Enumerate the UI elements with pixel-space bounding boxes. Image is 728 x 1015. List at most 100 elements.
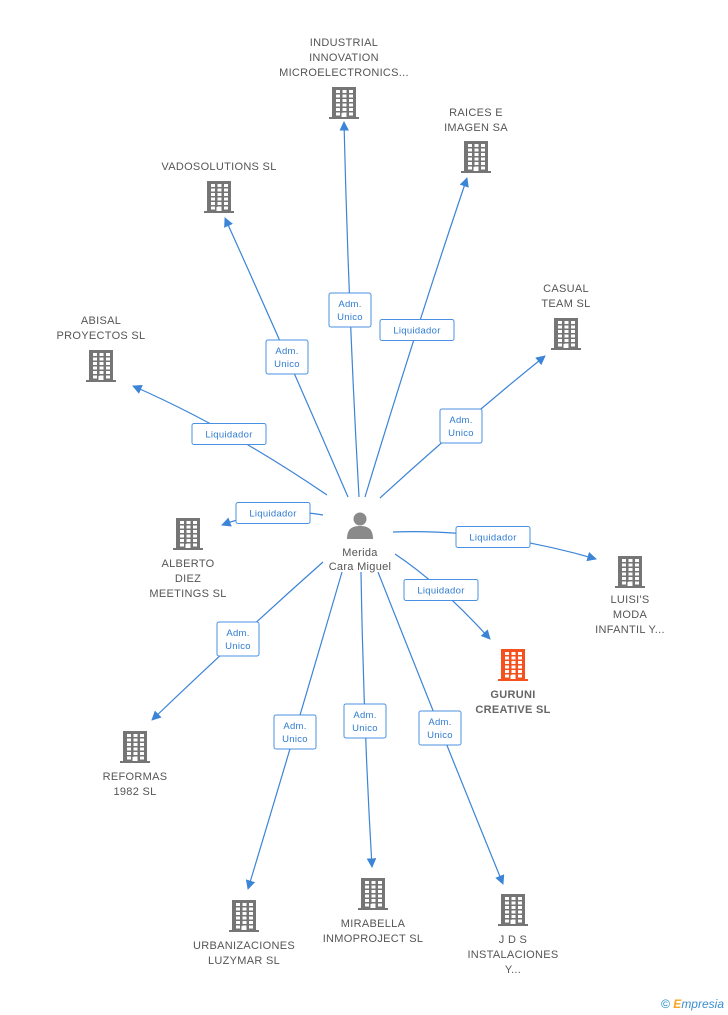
edge-label-box — [455, 526, 531, 548]
company-label-line: PROYECTOS SL — [57, 330, 146, 342]
company-label: REFORMAS 1982 SL — [103, 771, 168, 798]
edge-label-box — [328, 292, 372, 328]
edge-label-text-line: Liquidador — [205, 430, 252, 441]
company-node-reformas[interactable]: REFORMAS 1982 SL — [103, 731, 168, 798]
edge-label-text-line: Unico — [225, 641, 251, 652]
company-label: LUISI'S MODA INFANTIL Y... — [595, 594, 665, 636]
edge-label-box — [418, 710, 462, 746]
building-icon[interactable] — [551, 318, 581, 350]
company-label-line: ABISAL — [81, 315, 121, 327]
building-icon[interactable] — [615, 556, 645, 588]
edge-label-box — [439, 408, 483, 444]
edge-label-casual[interactable]: Adm.Unico — [439, 408, 483, 444]
building-icon[interactable] — [498, 649, 528, 681]
edge-label-box — [273, 714, 317, 750]
company-node-abisal[interactable]: ABISAL PROYECTOS SL — [57, 315, 146, 382]
building-icon[interactable] — [204, 181, 234, 213]
company-label-line: GURUNI — [490, 689, 535, 701]
company-label-line: LUISI'S — [610, 594, 649, 606]
edge-label-urbanizaciones[interactable]: Adm. Unico — [273, 714, 317, 750]
edge-label-text-line: Adm. — [428, 717, 451, 728]
edge-label-text-line: Liquidador — [249, 509, 296, 520]
edge-label-text: Liquidador — [249, 509, 296, 520]
edge-label-text: Liquidador — [393, 326, 440, 337]
edge-label-reformas[interactable]: Adm.Unico — [216, 621, 260, 657]
edge-label-text: Adm. Unico — [282, 721, 308, 745]
edge-labels-layer: Adm.UnicoLiquidadorAdm.UnicoAdm.UnicoLiq… — [191, 292, 531, 750]
brand-logo-initial: E — [673, 997, 682, 1011]
building-icon[interactable] — [358, 878, 388, 910]
edge-label-vadosolutions[interactable]: Adm. Unico — [265, 339, 309, 375]
company-label-line: RAICES E — [449, 107, 503, 119]
building-icon[interactable] — [173, 518, 203, 550]
edge-label-text-line: Unico — [337, 312, 363, 323]
edge-label-jds[interactable]: Adm.Unico — [418, 710, 462, 746]
edge-label-text-line: Liquidador — [417, 586, 464, 597]
company-label-line: MIRABELLA — [341, 918, 406, 930]
company-label: GURUNI CREATIVE SL — [475, 689, 550, 716]
edge-label-guruni[interactable]: Liquidador — [403, 579, 479, 601]
company-node-mirabella[interactable]: MIRABELLA INMOPROJECT SL — [323, 878, 424, 945]
edge-label-text-line: Adm. — [275, 346, 298, 357]
building-icon[interactable] — [329, 87, 359, 119]
company-label-line: INSTALACIONES — [467, 949, 558, 961]
building-icon[interactable] — [498, 894, 528, 926]
edge-label-raices[interactable]: Liquidador — [379, 319, 455, 341]
company-label-line: INDUSTRIAL — [310, 37, 378, 49]
edge-label-text-line: Unico — [274, 359, 300, 370]
company-label-line: MEETINGS SL — [149, 588, 226, 600]
edge-label-box — [191, 423, 267, 445]
edge-label-luisis[interactable]: Liquidador — [455, 526, 531, 548]
edge-label-mirabella[interactable]: Adm.Unico — [343, 703, 387, 739]
edge-label-text-line: Unico — [282, 734, 308, 745]
edge-label-box — [379, 319, 455, 341]
edge-label-text-line: Adm. — [283, 721, 306, 732]
edge-label-abisal[interactable]: Liquidador — [191, 423, 267, 445]
edge-label-box — [235, 502, 311, 524]
company-label-line: TEAM SL — [541, 298, 590, 310]
edge-label-text: Adm.Unico — [448, 415, 474, 439]
company-label-line: REFORMAS — [103, 771, 168, 783]
edge-label-text-line: Adm. — [353, 710, 376, 721]
person-icon[interactable] — [347, 512, 373, 540]
company-node-luisis[interactable]: LUISI'S MODA INFANTIL Y... — [595, 556, 665, 636]
person-label-line: Cara Miguel — [329, 561, 392, 573]
copyright-symbol: © — [661, 997, 670, 1011]
edge-label-text-line: Liquidador — [469, 533, 516, 544]
company-label-line: INFANTIL Y... — [595, 624, 665, 636]
building-icon[interactable] — [120, 731, 150, 763]
edge-label-text: Adm.Unico — [427, 717, 453, 741]
company-node-guruni[interactable]: GURUNI CREATIVE SL — [475, 649, 550, 716]
company-label-line: INMOPROJECT SL — [323, 933, 424, 945]
company-label-line: INNOVATION — [309, 52, 379, 64]
company-label-line: MODA — [613, 609, 648, 621]
building-icon[interactable] — [461, 141, 491, 173]
building-icon[interactable] — [229, 900, 259, 932]
edge-label-text: Adm.Unico — [225, 628, 251, 652]
company-label-line: Y... — [505, 964, 521, 976]
company-label-line: VADOSOLUTIONS SL — [161, 161, 276, 173]
company-label-line: CREATIVE SL — [475, 704, 550, 716]
edge-label-text: Adm. Unico — [274, 346, 300, 370]
edge-label-text: Liquidador — [417, 586, 464, 597]
edge-label-alberto[interactable]: Liquidador — [235, 502, 311, 524]
edge-label-industrial[interactable]: Adm. Unico — [328, 292, 372, 328]
company-label-line: 1982 SL — [113, 786, 156, 798]
building-icon[interactable] — [86, 350, 116, 382]
company-node-vadosolutions[interactable]: VADOSOLUTIONS SL — [161, 161, 276, 213]
company-label: VADOSOLUTIONS SL — [161, 161, 276, 173]
edge-label-text-line: Adm. — [338, 299, 361, 310]
edge-label-box — [403, 579, 479, 601]
